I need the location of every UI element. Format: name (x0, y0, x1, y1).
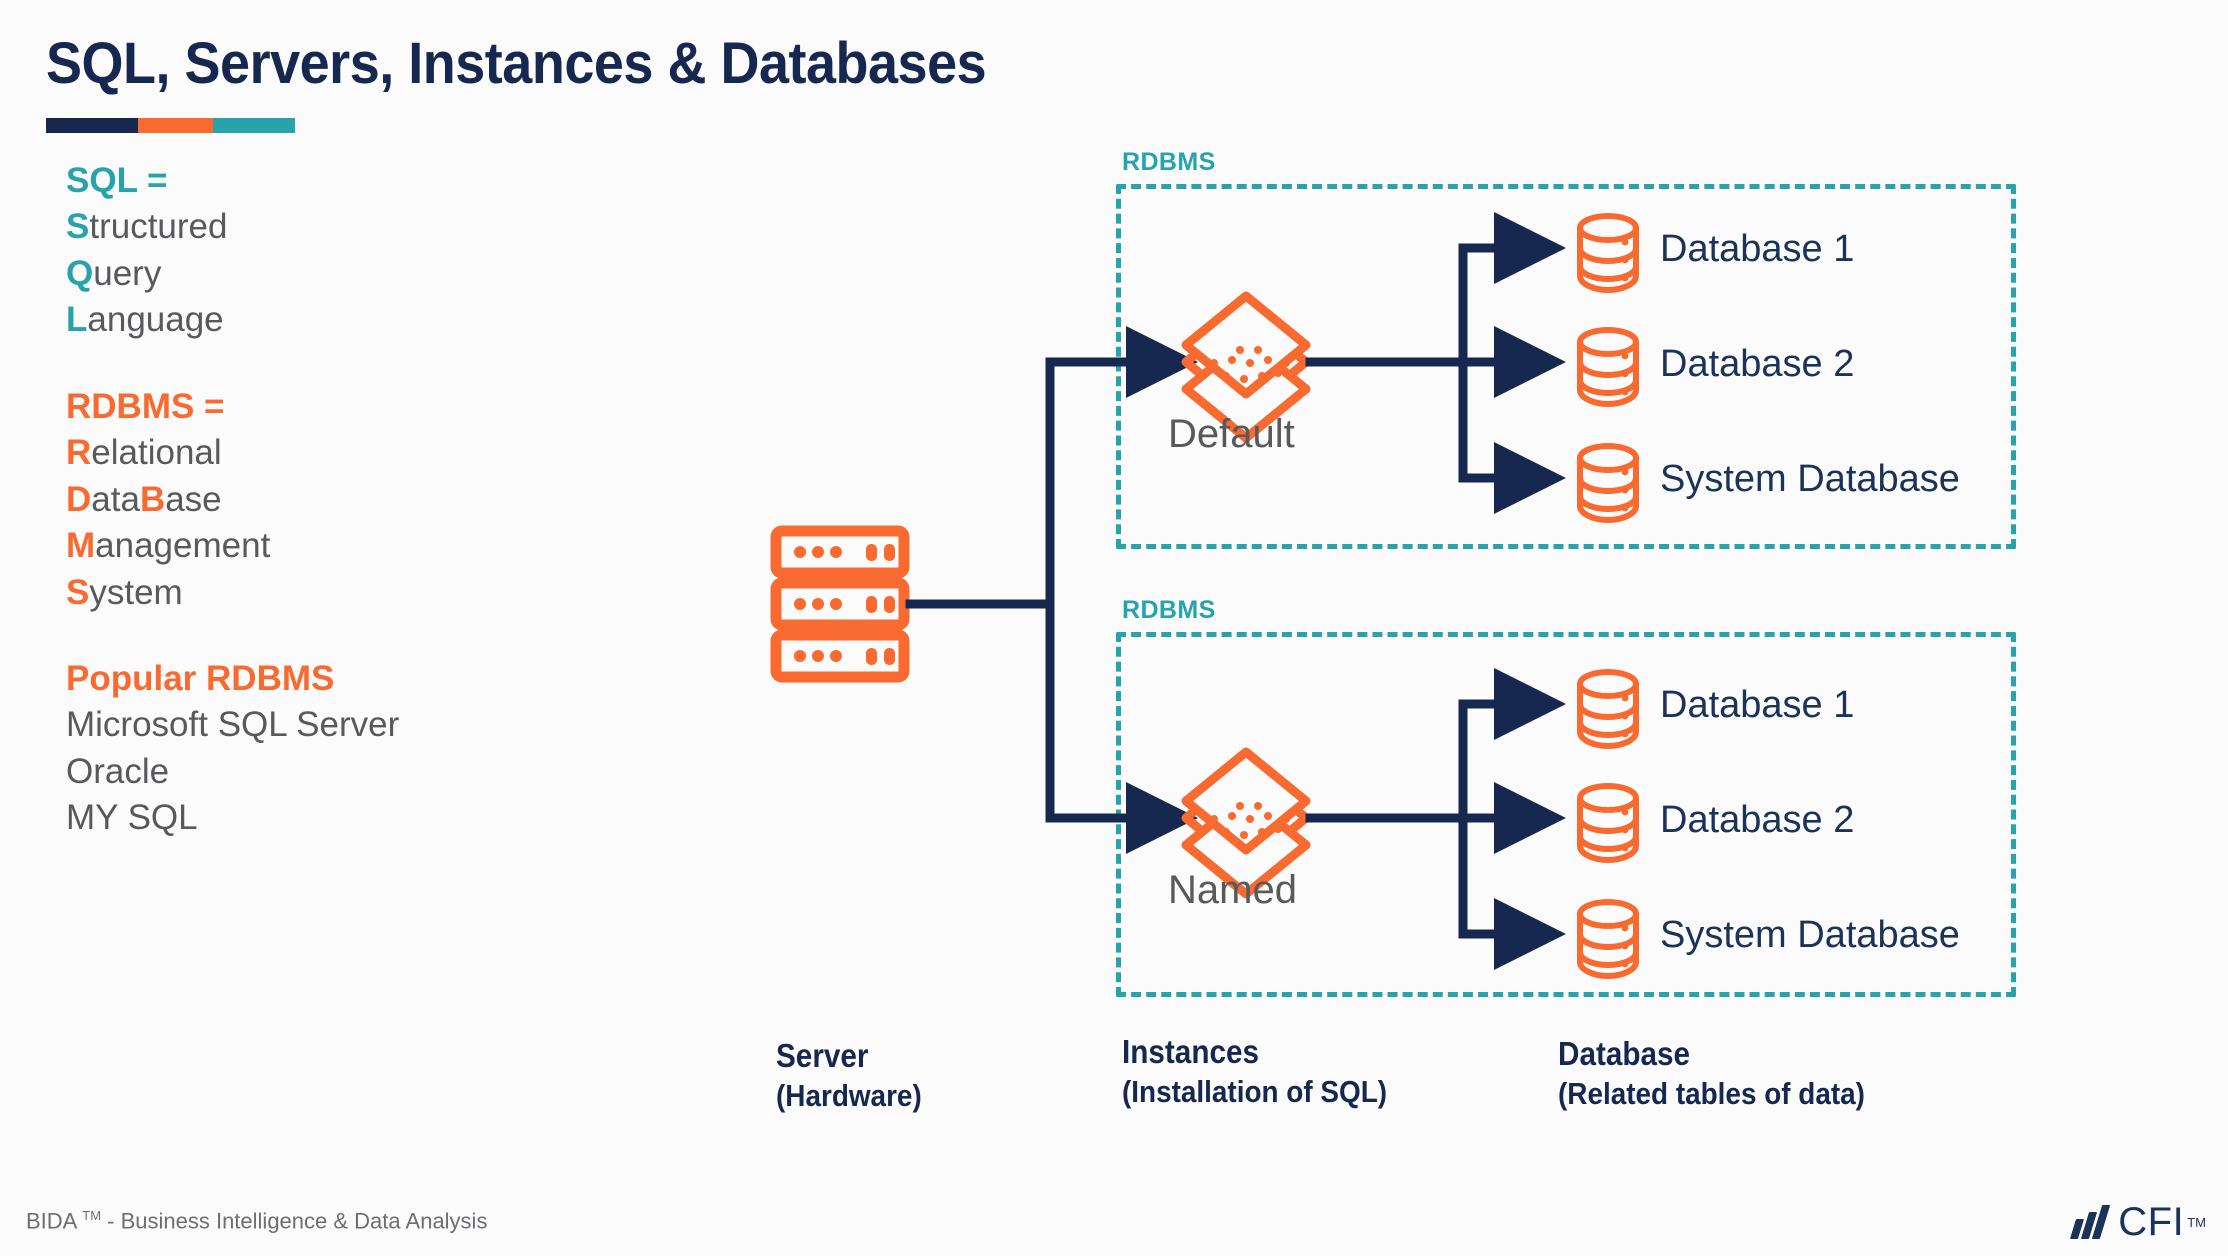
legend-line-language: Language (66, 297, 536, 344)
caption-instances-line1: Instances (1122, 1033, 1260, 1070)
instance-label-default: Default (1168, 412, 1295, 456)
legend-item-mysql: MY SQL (66, 798, 198, 838)
caption-server: Server (Hardware) (776, 1037, 922, 1114)
server-rack-icon (770, 525, 910, 683)
legend-line-database: DataBase (66, 477, 536, 524)
database-cylinder-icon-group-bottom (1577, 669, 1639, 980)
database-label-row: Database 1 (1642, 229, 1854, 269)
legend-line-system: System (66, 570, 536, 617)
database-label-row: Database 2 (1642, 344, 1854, 384)
line-rest: uery (93, 253, 162, 293)
database-label-row: System Database (1642, 915, 1960, 955)
database-name: Database 1 (1660, 684, 1855, 726)
legend-line-relational: Relational (66, 430, 536, 477)
caption-database-line2: (Related tables of data) (1558, 1075, 1865, 1111)
accent-letter: S (66, 207, 90, 247)
database-name: Database 2 (1660, 799, 1855, 841)
caption-database-line1: Database (1558, 1035, 1691, 1072)
legend-heading-rdbms: RDBMS = (66, 386, 225, 426)
title-underline-rule (46, 118, 295, 133)
database-label-row: Database 1 (1642, 685, 1854, 725)
database-label-row: System Database (1642, 459, 1960, 499)
database-name: Database 2 (1660, 343, 1855, 385)
line-rest-2: ase (165, 479, 222, 519)
line-rest: elational (91, 433, 222, 473)
database-label-row: Database 2 (1642, 800, 1854, 840)
legend-line-management: Management (66, 523, 536, 570)
footer-program-text: BIDA TM - Business Intelligence & Data A… (26, 1208, 487, 1234)
legend-heading-popular: Popular RDBMS (66, 659, 335, 699)
legend-block-rdbms: RDBMS = Relational DataBase Management S… (66, 384, 536, 616)
rule-segment-orange (138, 118, 213, 133)
line-rest: ystem (89, 572, 183, 612)
legend-item-oracle: Oracle (66, 751, 170, 791)
page-title: SQL, Servers, Instances & Databases (46, 31, 987, 96)
accent-letter-2: B (139, 479, 166, 519)
legend-column: SQL = Structured Query Language RDBMS = … (66, 158, 536, 882)
database-name: System Database (1660, 458, 1960, 500)
rule-segment-teal (213, 118, 295, 133)
rule-segment-navy (46, 118, 138, 133)
legend-line-query: Query (66, 251, 536, 298)
database-name: System Database (1660, 914, 1960, 956)
cfi-logo: CFI TM (2070, 1200, 2206, 1244)
accent-letter: L (66, 300, 88, 340)
caption-instances-line2: (Installation of SQL) (1122, 1073, 1388, 1109)
layers-icon-named (1181, 747, 1311, 899)
legend-heading-sql: SQL = (66, 161, 168, 200)
legend-block-popular-rdbms: Popular RDBMS Microsoft SQL Server Oracl… (66, 656, 536, 842)
caption-instances: Instances (Installation of SQL) (1122, 1033, 1388, 1110)
rdbms-box-label-bottom: RDBMS (1122, 596, 1216, 624)
caption-server-line1: Server (776, 1037, 869, 1074)
line-rest: ata (91, 479, 140, 519)
line-rest: tructured (89, 207, 228, 247)
accent-letter: R (66, 433, 92, 473)
accent-letter: M (66, 526, 96, 566)
rdbms-box-label-top: RDBMS (1122, 148, 1216, 176)
line-rest: anagement (95, 526, 271, 566)
line-rest: anguage (87, 300, 224, 340)
database-name: Database 1 (1660, 228, 1855, 270)
footer-tm-mark: TM (82, 1208, 102, 1223)
footer-tagline: - Business Intelligence & Data Analysis (101, 1208, 488, 1234)
server-to-instances-connector (905, 326, 1198, 854)
accent-letter: S (66, 572, 90, 612)
named-instance-fanout-connector (1305, 668, 1566, 970)
cfi-logo-bars-icon (2070, 1205, 2111, 1239)
database-cylinder-icon-group-top (1577, 213, 1639, 524)
accent-letter: Q (66, 253, 94, 293)
legend-block-sql: SQL = Structured Query Language (66, 158, 536, 344)
cfi-logo-tm-mark: TM (2187, 1214, 2206, 1230)
cfi-logo-wordmark: CFI (2118, 1200, 2185, 1244)
caption-database: Database (Related tables of data) (1558, 1035, 1865, 1112)
footer-program-name: BIDA (26, 1208, 83, 1234)
legend-item-mssql: Microsoft SQL Server (66, 705, 400, 745)
caption-server-line2: (Hardware) (776, 1077, 922, 1113)
default-instance-fanout-connector (1305, 212, 1566, 514)
legend-line-structured: Structured (66, 204, 536, 251)
layers-icon-default (1181, 291, 1311, 443)
accent-letter: D (66, 479, 92, 519)
instance-label-named: Named (1168, 868, 1297, 912)
